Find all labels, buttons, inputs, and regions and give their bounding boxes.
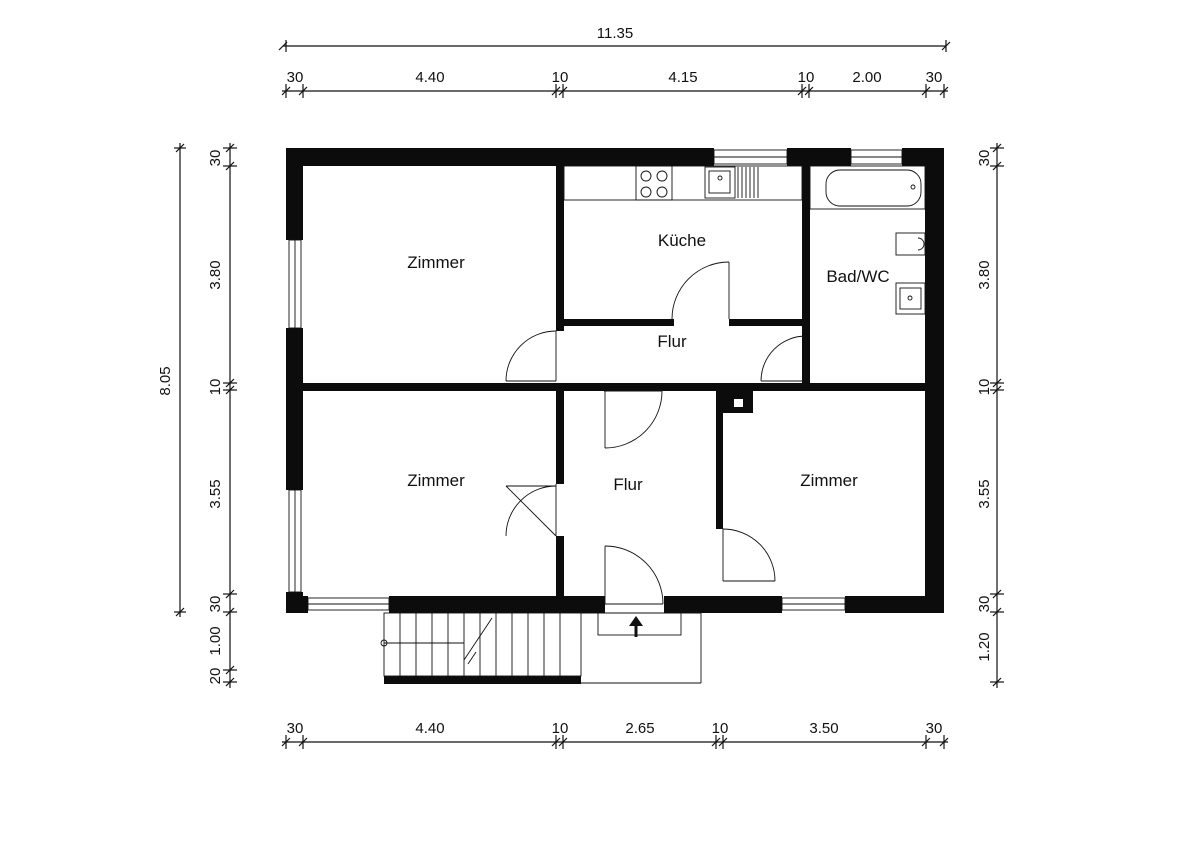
dim-top-overall: 11.35 xyxy=(597,25,633,42)
washbasin-icon xyxy=(895,282,926,315)
dim-left-3: 3.55 xyxy=(207,479,224,508)
dim-top-1: 4.40 xyxy=(415,69,444,86)
room-label-flur-north: Flur xyxy=(657,332,687,351)
room-label-flur-main: Flur xyxy=(613,475,643,494)
dim-bottom-1: 4.40 xyxy=(415,720,444,737)
dim-right-1: 3.80 xyxy=(976,260,993,289)
dim-left-5: 1.00 xyxy=(207,626,224,655)
room-label-bad: Bad/WC xyxy=(826,267,889,286)
dim-bottom-5: 3.50 xyxy=(809,720,838,737)
dim-bottom-3: 2.65 xyxy=(625,720,654,737)
dim-right-3: 3.55 xyxy=(976,479,993,508)
kitchen-counter xyxy=(563,165,803,201)
toilet-icon xyxy=(895,232,926,256)
stove-burner-icon xyxy=(640,170,652,182)
dim-top-6: 30 xyxy=(926,69,943,86)
room-labels: Zimmer Küche Bad/WC Flur Zimmer Flur Zim… xyxy=(407,231,889,494)
room-label-kueche: Küche xyxy=(658,231,706,250)
dim-bottom-6: 30 xyxy=(926,720,943,737)
dim-right-2: 10 xyxy=(976,379,993,396)
dim-left-6: 20 xyxy=(207,668,224,685)
room-label-zimmer-nw: Zimmer xyxy=(407,253,465,272)
dim-left-4: 30 xyxy=(207,596,224,613)
room-label-zimmer-sw: Zimmer xyxy=(407,471,465,490)
doors xyxy=(505,261,807,605)
windows xyxy=(288,149,903,611)
sink-icon xyxy=(704,166,736,199)
dim-left-1: 3.80 xyxy=(207,260,224,289)
dim-bottom-0: 30 xyxy=(287,720,304,737)
walls xyxy=(286,148,944,613)
dim-right-5: 1.20 xyxy=(976,632,993,661)
dim-right-0: 30 xyxy=(976,150,993,167)
dim-top-5: 2.00 xyxy=(852,69,881,86)
room-label-zimmer-se: Zimmer xyxy=(800,471,858,490)
dim-top-4: 10 xyxy=(798,69,815,86)
dim-right-4: 30 xyxy=(976,596,993,613)
dim-bottom-2: 10 xyxy=(552,720,569,737)
bathroom-fixtures xyxy=(809,165,926,315)
dim-bottom-4: 10 xyxy=(712,720,729,737)
dim-left-overall: 8.05 xyxy=(157,366,174,395)
dim-left-2: 10 xyxy=(207,379,224,396)
dim-top-3: 4.15 xyxy=(668,69,697,86)
exterior-stairs xyxy=(380,612,702,684)
dim-left-0: 30 xyxy=(207,150,224,167)
dimension-labels: 11.35 30 4.40 10 4.15 10 2.00 30 30 4.40… xyxy=(157,25,993,737)
dim-top-2: 10 xyxy=(552,69,569,86)
dimension-chains xyxy=(174,40,1004,749)
bathtub-icon xyxy=(825,169,922,207)
dim-top-0: 30 xyxy=(287,69,304,86)
